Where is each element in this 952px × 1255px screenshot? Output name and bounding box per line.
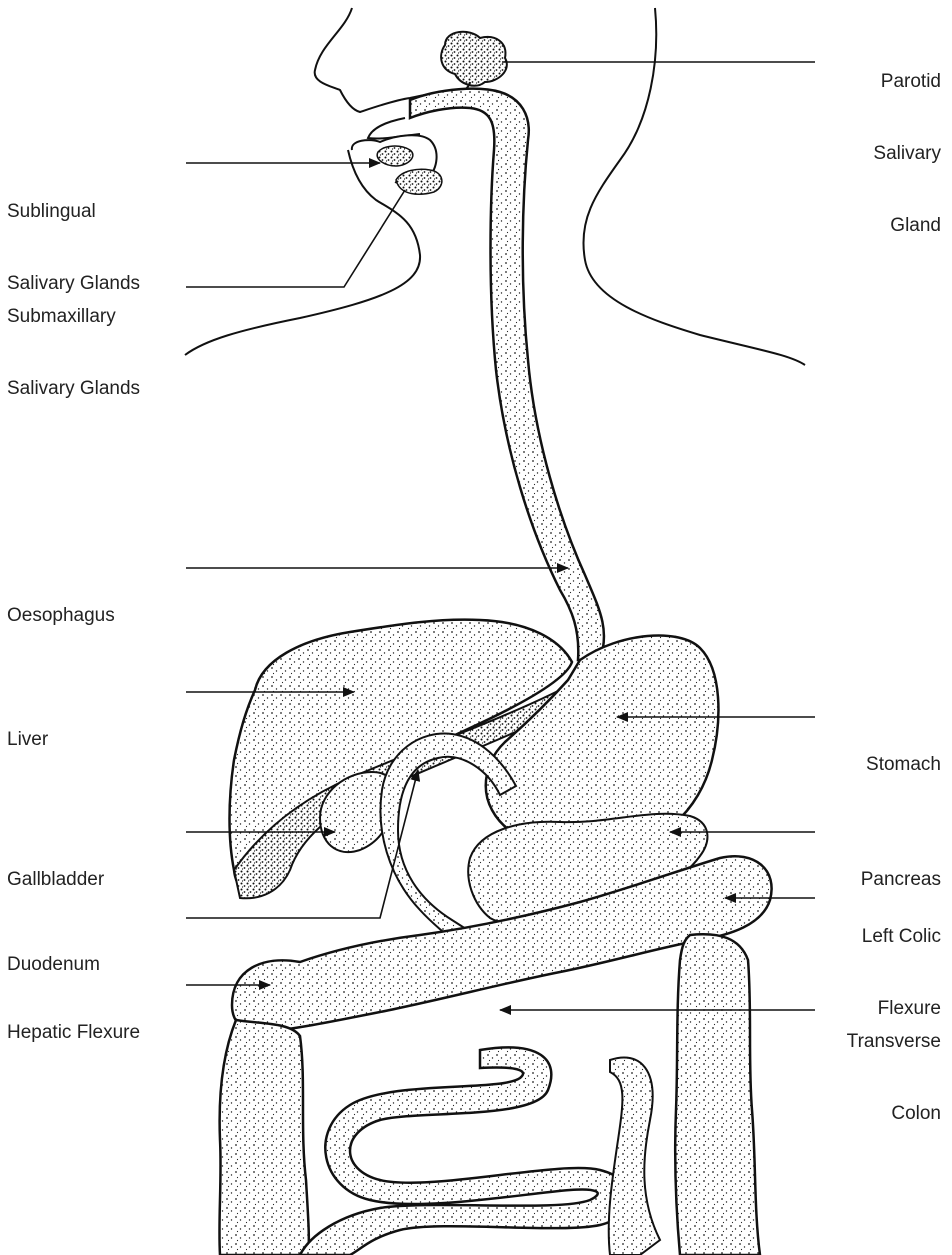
descending-colon <box>675 934 760 1255</box>
submaxillary-leader <box>186 190 405 287</box>
transverse-label-line1: Transverse <box>847 1030 941 1054</box>
chin-neck <box>185 150 420 355</box>
ascending-colon <box>219 1020 308 1255</box>
parotid-label-line1: Parotid <box>873 70 941 94</box>
submaxillary-label-line2: Salivary Glands <box>7 377 140 401</box>
stomach-label-text: Stomach <box>866 753 941 777</box>
submaxillary-label: Submaxillary Salivary Glands <box>7 257 140 425</box>
gallbladder-label: Gallbladder <box>7 820 104 916</box>
hepatic-flexure-label-text: Hepatic Flexure <box>7 1021 140 1045</box>
small-intestine-right-loop <box>609 1058 660 1255</box>
sublingual-gland <box>377 146 413 166</box>
oesophagus-label-text: Oesophagus <box>7 604 115 628</box>
parotid-label-line3: Gland <box>873 214 941 238</box>
transverse-colon-label: Transverse Colon <box>847 982 941 1150</box>
submaxillary-label-line1: Submaxillary <box>7 305 140 329</box>
sublingual-label-line1: Sublingual <box>7 200 140 224</box>
liver-label: Liver <box>7 680 48 776</box>
submaxillary-gland <box>396 169 442 194</box>
gallbladder-label-text: Gallbladder <box>7 868 104 892</box>
hepatic-flexure-label: Hepatic Flexure <box>7 973 140 1069</box>
parotid-label-line2: Salivary <box>873 142 941 166</box>
left-colic-label-line1: Left Colic <box>862 925 941 949</box>
liver-label-text: Liver <box>7 728 48 752</box>
transverse-label-line2: Colon <box>847 1102 941 1126</box>
small-intestine <box>300 1047 630 1255</box>
parotid-gland <box>441 32 507 86</box>
stomach-label: Stomach <box>866 705 941 801</box>
parotid-label: Parotid Salivary Gland <box>873 22 941 262</box>
oesophagus-label: Oesophagus <box>7 556 115 652</box>
